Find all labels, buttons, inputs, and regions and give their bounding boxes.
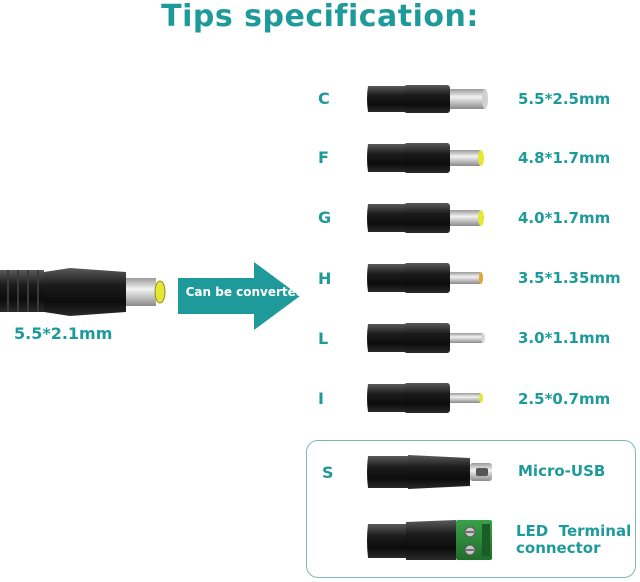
tip-letter-f: F <box>318 148 329 167</box>
source-plug-icon <box>0 268 166 316</box>
led-terminal-label-line1: LED Terminal <box>516 522 632 540</box>
tip-h-icon <box>367 263 483 293</box>
tip-letter-l: L <box>318 329 329 348</box>
convert-arrow-icon <box>178 262 300 330</box>
tip-l-icon <box>367 323 485 353</box>
convert-arrow-label: Can be converted <box>185 285 305 299</box>
led-terminal-label-line2: connector <box>516 539 601 557</box>
tip-c-icon <box>367 85 488 113</box>
tip-size-g: 4.0*1.7mm <box>518 209 611 227</box>
tip-size-c: 5.5*2.5mm <box>518 90 611 108</box>
micro-usb-label: Micro-USB <box>518 462 606 480</box>
led-terminal-label: LED Terminal connector <box>516 523 636 557</box>
special-adapters-box <box>306 440 636 578</box>
led-terminal-adapter-icon <box>367 520 492 560</box>
source-size-label: 5.5*2.1mm <box>14 324 113 343</box>
tip-size-f: 4.8*1.7mm <box>518 149 611 167</box>
tip-size-l: 3.0*1.1mm <box>518 329 611 347</box>
tip-g-icon <box>367 203 484 233</box>
tip-size-i: 2.5*0.7mm <box>518 390 611 408</box>
tip-f-icon <box>367 143 484 173</box>
tip-i-icon <box>367 383 483 413</box>
page-title: Tips specification: <box>161 0 479 34</box>
micro-usb-adapter-icon <box>367 455 492 489</box>
tip-letter-g: G <box>318 208 332 227</box>
tip-letter-c: C <box>318 89 330 108</box>
tip-letter-s: S <box>322 463 334 482</box>
tip-letter-i: I <box>318 389 324 408</box>
tip-size-h: 3.5*1.35mm <box>518 269 621 287</box>
tip-letter-h: H <box>318 269 332 288</box>
